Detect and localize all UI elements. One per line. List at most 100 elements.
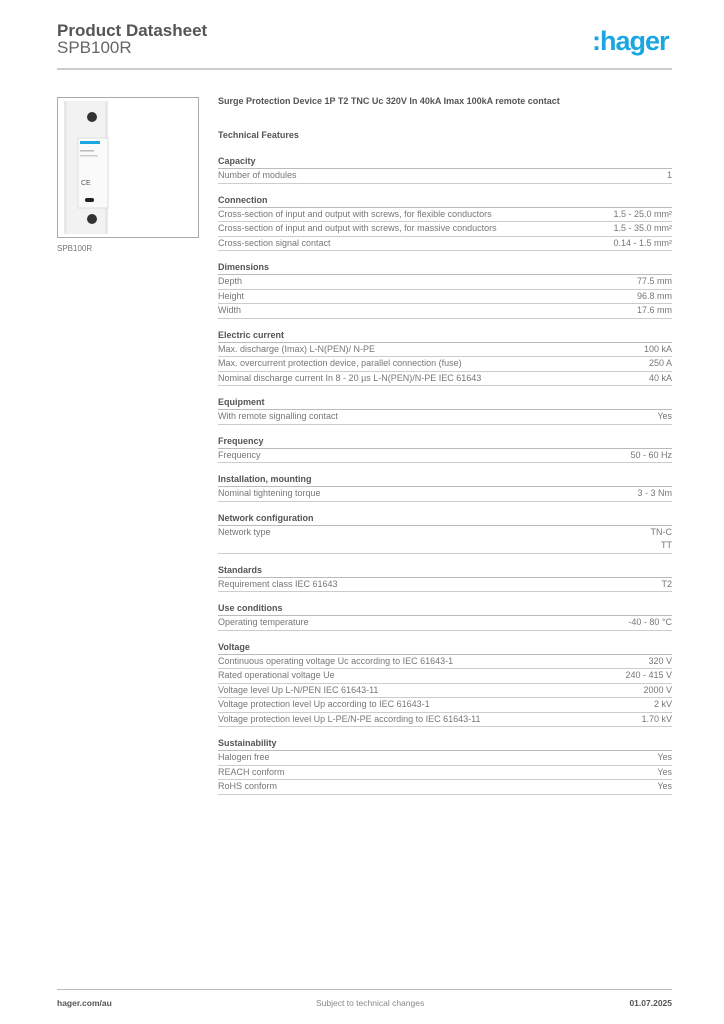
feature-row: Rated operational voltage Ue 240 - 415 V (218, 669, 672, 684)
feature-value: 50 - 60 Hz (630, 449, 672, 460)
feature-value: 250 A (648, 358, 672, 368)
feature-label: Voltage protection level Up according to… (218, 699, 430, 709)
feature-label: Rated operational voltage Ue (218, 670, 335, 680)
feature-row: Cross-section of input and output with s… (218, 208, 672, 222)
feature-label: Number of modules (218, 170, 297, 180)
section-heading: Network configuration (218, 512, 672, 526)
feature-row: Frequency 50 - 60 Hz (218, 449, 672, 463)
feature-row: With remote signalling contact Yes (218, 410, 672, 425)
footer-date: 01.07.2025 (629, 998, 672, 1008)
feature-label: Cross-section of input and output with s… (218, 208, 492, 219)
feature-label: Frequency (218, 449, 261, 460)
feature-row: REACH conform Yes (218, 766, 672, 780)
feature-row: Height 96.8 mm (218, 290, 672, 304)
feature-row: Requirement class IEC 61643 T2 (218, 578, 672, 592)
feature-value: 2 kV (653, 699, 672, 709)
product-code: SPB100R (57, 38, 132, 57)
feature-value: 1 (666, 170, 672, 180)
header-divider (57, 68, 672, 70)
section-heading: Installation, mounting (218, 473, 672, 487)
section-heading: Frequency (218, 435, 672, 449)
section-heading: Dimensions (218, 261, 672, 275)
section-heading: Use conditions (218, 602, 672, 616)
section-heading: Voltage (218, 641, 672, 655)
feature-row: Voltage protection level Up L-PE/N-PE ac… (218, 713, 672, 727)
feature-value: Yes (657, 766, 672, 777)
product-image-caption: SPB100R (57, 244, 93, 253)
feature-row: Width 17.6 mm (218, 304, 672, 319)
feature-value: Yes (657, 411, 672, 421)
feature-label: Network type (218, 526, 271, 537)
footer-website[interactable]: hager.com/au (57, 998, 112, 1008)
hager-logo: :hager (592, 26, 670, 56)
technical-features-heading: Technical Features (218, 130, 299, 140)
section-heading: Sustainability (218, 737, 672, 751)
feature-label: Requirement class IEC 61643 (218, 578, 338, 589)
feature-label: Continuous operating voltage Uc accordin… (218, 655, 454, 666)
feature-label: Nominal tightening torque (218, 488, 321, 498)
feature-label: Max. discharge (Imax) L-N(PEN)/ N-PE (218, 343, 376, 354)
feature-value: 3 - 3 Nm (637, 488, 672, 498)
feature-label: Halogen free (218, 752, 270, 762)
feature-row: Cross-section signal contact 0.14 - 1.5 m… (218, 237, 672, 251)
feature-label: REACH conform (218, 766, 285, 777)
feature-value: 0.14 - 1.5 mm² (613, 237, 672, 248)
feature-row: Operating temperature -40 - 80 °C (218, 616, 672, 631)
feature-label: Voltage level Up L-N/PEN IEC 61643-11 (218, 684, 379, 695)
product-description: Surge Protection Device 1P T2 TNC Uc 320… (218, 96, 560, 106)
feature-label: Height (218, 290, 245, 301)
feature-value: 100 kA (643, 343, 672, 354)
feature-value: T2 (661, 578, 672, 589)
feature-label: Operating temperature (218, 617, 309, 627)
feature-value: 17.6 mm (636, 305, 672, 315)
feature-row: Number of modules 1 (218, 169, 672, 184)
feature-row: RoHS conform Yes (218, 780, 672, 795)
feature-label: Cross-section of input and output with s… (218, 223, 497, 233)
feature-row: Cross-section of input and output with s… (218, 222, 672, 237)
feature-value: -40 - 80 °C (628, 617, 672, 627)
feature-value: 96.8 mm (636, 290, 672, 301)
footer-note: Subject to technical changes (316, 998, 425, 1008)
feature-label: Max. overcurrent protection device, para… (218, 358, 462, 368)
feature-row: Max. discharge (Imax) L-N(PEN)/ N-PE 100 … (218, 343, 672, 357)
feature-label: Depth (218, 276, 243, 286)
feature-row: Voltage level Up L-N/PEN IEC 61643-11 200… (218, 684, 672, 698)
feature-row: Continuous operating voltage Uc accordin… (218, 655, 672, 669)
feature-value: 77.5 mm (636, 276, 672, 286)
feature-value: Yes (657, 781, 672, 791)
feature-label: Width (218, 305, 242, 315)
section-heading: Equipment (218, 396, 672, 410)
feature-label: RoHS conform (218, 781, 278, 791)
feature-value: 1.5 - 35.0 mm² (613, 223, 672, 233)
feature-row: Voltage protection level Up according to… (218, 698, 672, 713)
section-heading: Standards (218, 564, 672, 578)
product-image: CE (57, 97, 199, 238)
feature-value: 320 V (648, 655, 672, 666)
svg-text:CE: CE (81, 180, 91, 187)
feature-value: TN-C TT (650, 526, 673, 551)
feature-row: Network type TN-C TT (218, 526, 672, 554)
feature-value: 40 kA (648, 372, 672, 383)
page-title: Product Datasheet (57, 21, 208, 40)
feature-value: 1.5 - 25.0 mm² (613, 208, 672, 219)
feature-value: 240 - 415 V (625, 670, 672, 680)
feature-row: Max. overcurrent protection device, para… (218, 357, 672, 372)
feature-value: 2000 V (643, 684, 672, 695)
footer-divider (57, 989, 672, 990)
section-heading: Capacity (218, 155, 672, 169)
feature-label: Cross-section signal contact (218, 237, 331, 248)
feature-label: Nominal discharge current In 8 - 20 µs L… (218, 372, 482, 383)
feature-label: With remote signalling contact (218, 411, 339, 421)
feature-label: Voltage protection level Up L-PE/N-PE ac… (218, 713, 481, 724)
